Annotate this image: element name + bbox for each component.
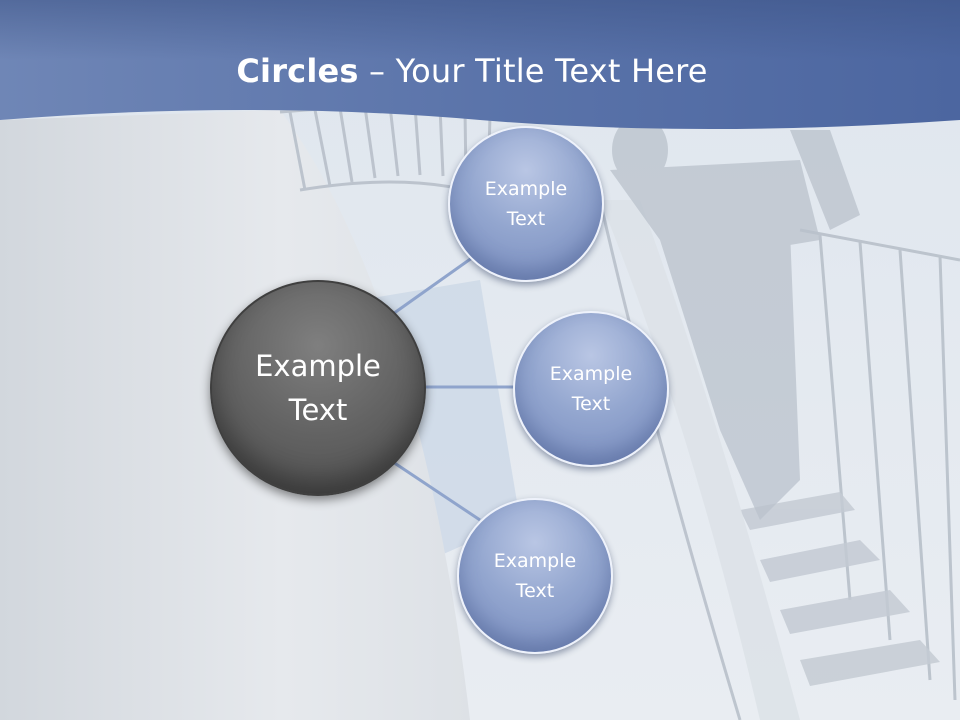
center-circle-label: Example Text [255,349,381,427]
title-rest: – Your Title Text Here [358,52,708,90]
railing [279,105,960,720]
satellite-circle-middle[interactable]: Example Text [513,311,669,467]
stairs [740,492,940,686]
connectors [389,253,516,522]
satellite-label: Example Text [484,178,568,230]
satellite-label: Example Text [549,363,633,415]
satellite-label: Example Text [493,550,577,602]
center-circle[interactable]: Example Text [210,280,426,496]
person-silhouette [610,116,860,520]
slide-title: Circles – Your Title Text Here [0,52,944,90]
satellite-circle-top[interactable]: Example Text [448,126,604,282]
satellite-circle-bottom[interactable]: Example Text [457,498,613,654]
title-bold: Circles [236,52,359,90]
